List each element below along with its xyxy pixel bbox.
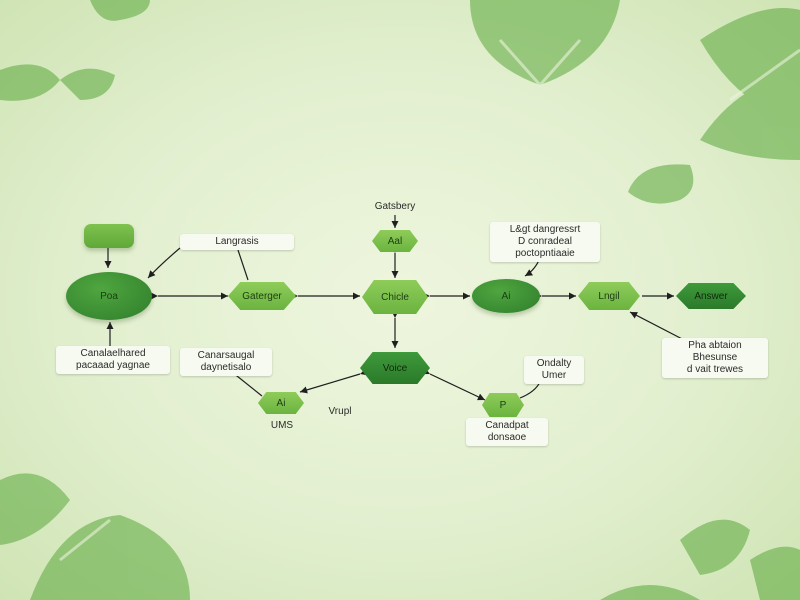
aal-label: Aal (387, 235, 403, 247)
gatsbery-label: Gatsbery (362, 201, 428, 213)
top-right-line-3: poctopntiaaie (515, 248, 575, 259)
top-right-callout: L&gt dangressrt D conradeal poctopntiaai… (490, 222, 600, 262)
ai-right-label: Ai (501, 290, 511, 302)
leaf-decoration (30, 515, 190, 600)
far-right-line-1: Pha abtaion (688, 340, 742, 351)
left-bottom-callout: Canalaelhared pacaaad yagnae (56, 346, 170, 374)
leaf-decoration (628, 164, 694, 204)
ums-text: UMS (270, 420, 294, 431)
gateway-node[interactable]: Gaterger (228, 282, 296, 310)
answer-node[interactable]: Answer (676, 283, 746, 309)
bottom-right-callout: Canadpat donsaoe (466, 418, 548, 446)
leaf-decoration (90, 0, 150, 21)
far-right-line-2: Bhesunse (692, 352, 738, 363)
top-right-line-1: L&gt dangressrt (509, 224, 581, 235)
light-label: Lngil (598, 290, 620, 302)
p-node[interactable]: P (482, 393, 524, 417)
bottom-right-line-2: donsaoe (487, 432, 527, 443)
edge-languages-gateway (237, 249, 249, 281)
leaf-decoration (680, 519, 750, 575)
center-left-line-1: Canarsaugal (197, 350, 255, 361)
languages-callout: Langrasis (180, 234, 294, 250)
edge-languages-pod (147, 247, 181, 279)
center-left-line-2: daynetisalo (200, 362, 252, 373)
edge-voice-ai-left (299, 368, 368, 394)
ai-right-node[interactable]: Ai (472, 279, 540, 313)
leaf-decoration (700, 75, 800, 160)
far-right-callout: Pha abtaion Bhesunse d vait trewes (662, 338, 768, 378)
left-bottom-line-1: Canalaelhared (80, 348, 146, 359)
ums-label: UMS (262, 420, 302, 432)
ai-bottom-left-node[interactable]: Ai (258, 392, 304, 414)
edge-farright-light (629, 311, 689, 343)
gatsbery-text: Gatsbery (374, 201, 416, 212)
leaf-decoration (0, 64, 60, 101)
aal-node[interactable]: Aal (372, 230, 418, 252)
languages-text: Langrasis (215, 236, 259, 247)
left-bottom-line-2: pacaaad yagnae (76, 360, 150, 371)
voice-label: Voice (382, 362, 408, 374)
vrupl-text: Vrupl (328, 406, 352, 417)
bottom-right-line-1: Canadpat (485, 420, 529, 431)
leaf-decoration (750, 546, 800, 600)
leaf-decoration (600, 585, 700, 600)
leaf-decoration (60, 68, 115, 100)
center-left-callout: Canarsaugal daynetisalo (180, 348, 272, 376)
gateway-label: Gaterger (242, 290, 282, 302)
pod-node[interactable]: Poa (66, 272, 152, 320)
leaf-decoration (470, 0, 620, 85)
answer-label: Answer (694, 290, 728, 302)
top-right-line-2: D conradeal (518, 236, 572, 247)
far-right-line-3: d vait trewes (686, 364, 744, 375)
start-marker-node[interactable] (84, 224, 134, 248)
ai-bottom-left-label: Ai (276, 397, 286, 409)
chain-node[interactable]: Chicle (362, 280, 428, 314)
edge-centerright-p (519, 381, 541, 399)
center-right-line-2: Umer (541, 370, 567, 381)
p-label: P (499, 399, 507, 411)
center-right-line-1: Ondalty (536, 358, 572, 369)
center-right-callout: Ondalty Umer (524, 356, 584, 384)
pod-label: Poa (100, 290, 118, 302)
vrupl-label: Vrupl (318, 406, 362, 418)
light-node[interactable]: Lngil (578, 282, 640, 310)
edge-voice-p (421, 367, 486, 401)
edge-centerleft-ai (231, 371, 263, 397)
chain-label: Chicle (381, 291, 409, 303)
voice-node[interactable]: Voice (360, 352, 430, 384)
leaf-decoration (0, 473, 70, 545)
